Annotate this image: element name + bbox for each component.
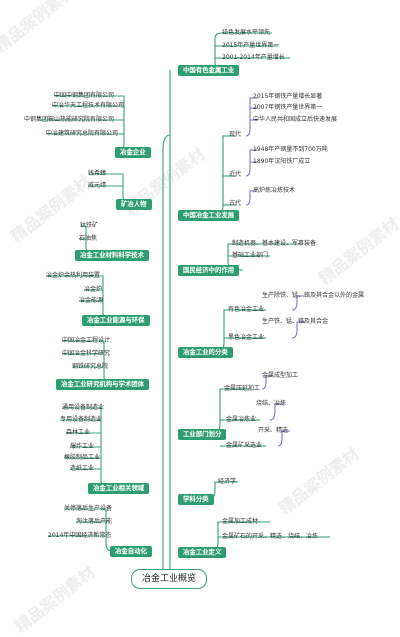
topic-leaf: 1948年产钢量不到700万吨 <box>253 146 328 153</box>
topic-leaf: 关停落后生产设备 <box>64 505 113 512</box>
branch-nonferrous-industry[interactable]: 中国有色金属工业 <box>178 65 240 76</box>
topic-leaf: 金属冶炼业 <box>226 416 257 423</box>
subtopic-ancient: 古代 <box>229 200 242 207</box>
topic-leaf: 专用设备制造业 <box>60 416 103 423</box>
topic-leaf: 开采、精选 <box>258 427 289 434</box>
topic-leaf: 冶金能源 <box>79 297 104 304</box>
topic-leaf: 2015年钢铁产量增长显著 <box>253 93 323 100</box>
topic-leaf: 生产除铁、锰、铬及其合金以外的金属 <box>262 292 365 299</box>
topic-leaf: 基础工业部门 <box>232 252 269 259</box>
branch-materials-tech[interactable]: 冶金工业材料科学技术 <box>75 250 149 261</box>
topic-leaf: 2001-2014年产量增长 <box>222 54 285 61</box>
topic-leaf: 冶金炉 <box>84 286 103 293</box>
topic-leaf: 中钢集团鞍山热能研究院有限公司 <box>24 116 115 123</box>
topic-leaf: 中冶华天工程技术有限公司 <box>52 102 125 109</box>
topic-leaf: 石油焦 <box>79 235 98 242</box>
topic-leaf: 森林工业 <box>66 429 91 436</box>
topic-leaf: 经济学 <box>218 478 237 485</box>
topic-leaf: 烧结、冶炼 <box>256 400 287 407</box>
branch-metallurgy-classification[interactable]: 冶金工业的分类 <box>178 347 233 358</box>
topic-leaf: 2015年产量世界第一 <box>222 42 280 49</box>
topic-leaf: 中华人民共和国成立后快速发展 <box>253 116 338 123</box>
topic-leaf: 制造机器、基本建设、军事装备 <box>232 240 317 247</box>
topic-leaf: 造纸工业 <box>70 465 95 472</box>
topic-leaf: 中国中钢集团有限公司 <box>54 92 115 99</box>
topic-leaf: 铅色发展水平领先 <box>222 29 271 36</box>
topic-leaf: 戚元靖 <box>88 182 107 189</box>
topic-leaf: 爆炸工业 <box>70 443 95 450</box>
branch-research-institutions[interactable]: 冶金工业研究机构与学术团体 <box>56 379 150 390</box>
branch-definition[interactable]: 冶金工业定义 <box>178 547 227 558</box>
branch-industry-sectors[interactable]: 工业部门划分 <box>178 429 227 440</box>
secondary-connector-lines <box>245 97 305 447</box>
topic-leaf: 中国冶金工程设计 <box>62 337 111 344</box>
topic-leaf: 2014年中国经济新常态 <box>48 532 112 539</box>
topic-leaf: 高炉炼冶炼技术 <box>253 187 296 194</box>
branch-automation[interactable]: 冶金自动化 <box>110 546 152 557</box>
branch-enterprises[interactable]: 冶金企业 <box>115 147 151 158</box>
topic-leaf: 钛铁矿 <box>80 222 99 229</box>
topic-leaf: 金属矿采选业 <box>226 442 263 449</box>
topic-leaf: 金属成型加工 <box>262 372 299 379</box>
topic-leaf: 金属压延加工 <box>224 385 261 392</box>
topic-leaf: 金属矿石的开采、精选、烧结、冶炼 <box>222 533 319 540</box>
subtopic-modern: 现代 <box>229 131 242 138</box>
left-connector-lines <box>40 95 171 571</box>
branch-related-fields[interactable]: 冶金工业相关领域 <box>88 483 150 494</box>
root-node[interactable]: 冶金工业概览 <box>131 569 207 589</box>
topic-leaf: 钢铁研究总院 <box>72 363 109 370</box>
branch-energy-environment[interactable]: 冶金工业能源与环保 <box>82 315 150 326</box>
branch-people[interactable]: 矿冶人物 <box>116 199 152 210</box>
branch-discipline[interactable]: 学科分类 <box>178 494 214 505</box>
topic-leaf: 钱希臻 <box>88 170 107 177</box>
topic-leaf: 1890年汉阳铁厂成立 <box>253 158 311 165</box>
subtopic-near-modern: 近代 <box>229 171 242 178</box>
topic-leaf: 中冶建筑研究总院有限公司 <box>46 130 119 137</box>
topic-leaf: 冶金炉余热利用装置 <box>46 272 101 279</box>
topic-leaf: 淘汰落后产能 <box>76 518 113 525</box>
topic-leaf: 橡胶制品工业 <box>64 454 101 461</box>
subtopic-nonferrous: 有色冶金工业 <box>228 306 265 313</box>
topic-leaf: 中国冶金科学研究 <box>62 350 111 357</box>
branch-role-in-economy[interactable]: 国民经济中的作用 <box>178 265 240 276</box>
topic-leaf: 通用设备制造业 <box>62 404 105 411</box>
subtopic-ferrous: 黑色冶金工业 <box>228 334 265 341</box>
topic-leaf: 金属加工成材 <box>222 518 259 525</box>
topic-leaf: 生产铁、锰、铬及其合金 <box>262 318 329 325</box>
branch-metallurgy-development[interactable]: 中国冶金工业发展 <box>178 210 240 221</box>
topic-leaf: 2007年钢铁产量世界第一 <box>253 104 323 111</box>
